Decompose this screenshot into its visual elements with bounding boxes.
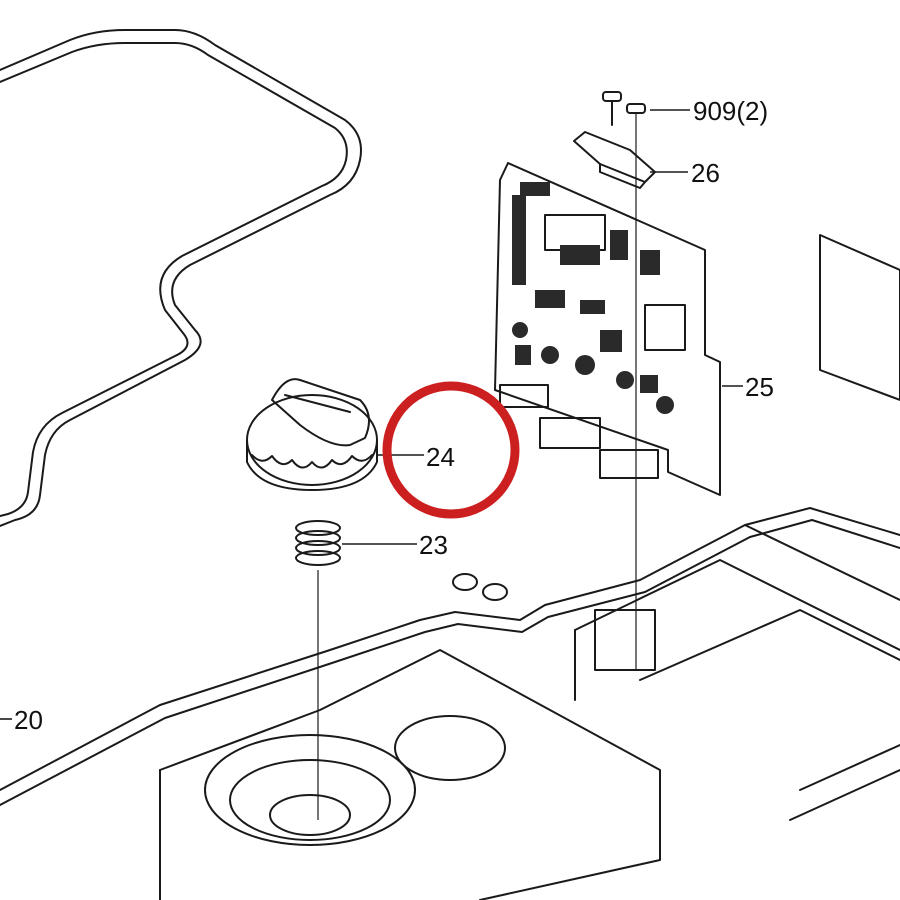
control-knob [246,378,378,491]
callout-label-25: 25 [745,372,774,402]
wire-harness [0,29,362,527]
screw-pair [602,91,646,670]
bracket [573,131,656,189]
spring [295,520,341,820]
callout-24: 24 [378,442,455,472]
callout-label-24: 24 [426,442,455,472]
highlight-circle [382,381,520,519]
callout-label-909: 909(2) [693,96,768,126]
callout-26: 26 [650,158,720,188]
callout-label-26: 26 [691,158,720,188]
callout-909: 909(2) [650,96,768,126]
circuit-board [494,162,721,496]
callout-23: 23 [342,530,448,560]
callout-label-23: 23 [419,530,448,560]
base-housing [0,234,900,900]
callout-20: 20 [0,705,43,735]
callout-label-20: 20 [14,705,43,735]
callout-25: 25 [722,372,774,402]
